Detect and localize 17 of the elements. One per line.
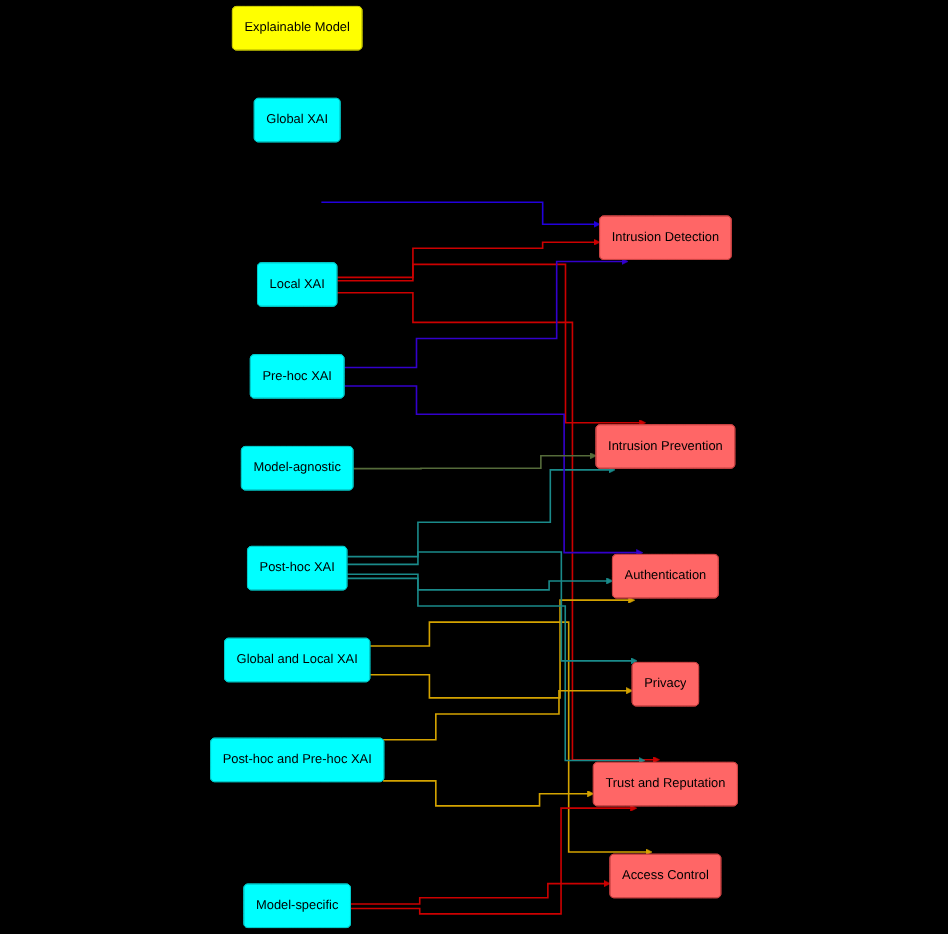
- arrow: [343, 257, 629, 369]
- arrow: [346, 573, 614, 591]
- arrow: [346, 577, 646, 764]
- arrow: [369, 596, 636, 699]
- arrow: [336, 291, 660, 764]
- arrow: [352, 452, 597, 470]
- arrow: [336, 263, 646, 427]
- arrow: [343, 385, 644, 557]
- arrow: [382, 687, 633, 741]
- arrow: [369, 621, 653, 856]
- arrow: [350, 880, 611, 905]
- arrow: [350, 804, 638, 915]
- arrow: [382, 780, 595, 807]
- arrow: [346, 551, 638, 665]
- arrow: [346, 466, 616, 558]
- arrow: [336, 238, 601, 279]
- arrow: [320, 201, 601, 228]
